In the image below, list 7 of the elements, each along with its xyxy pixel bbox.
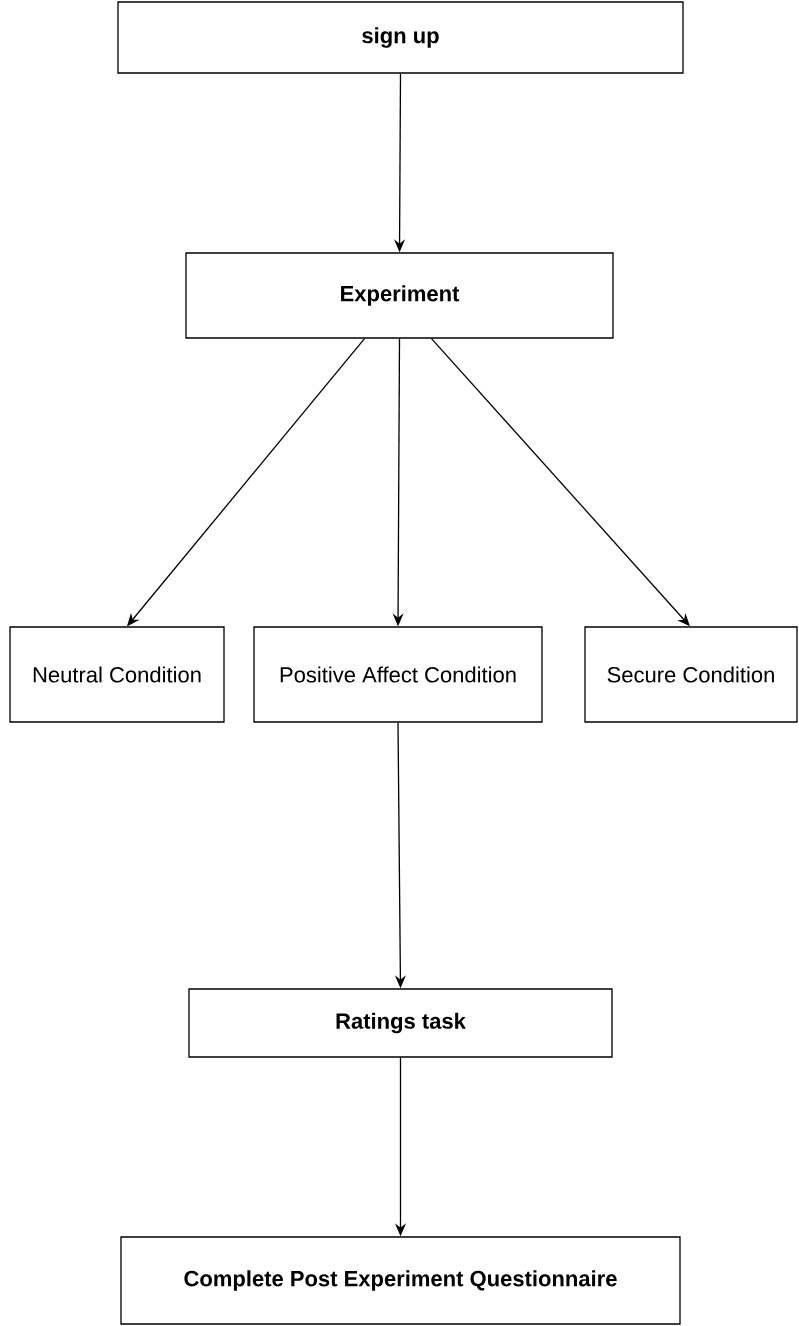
process-box: Experiment — [185, 252, 614, 339]
process-box: Positive Affect Condition — [253, 626, 543, 723]
process-box: Ratings task — [188, 988, 613, 1058]
process-box: sign up — [117, 1, 684, 74]
process-box: Complete Post Experiment Questionnaire — [120, 1236, 681, 1325]
process-box: Neutral Condition — [9, 626, 225, 723]
process-box: Secure Condition — [584, 626, 798, 723]
